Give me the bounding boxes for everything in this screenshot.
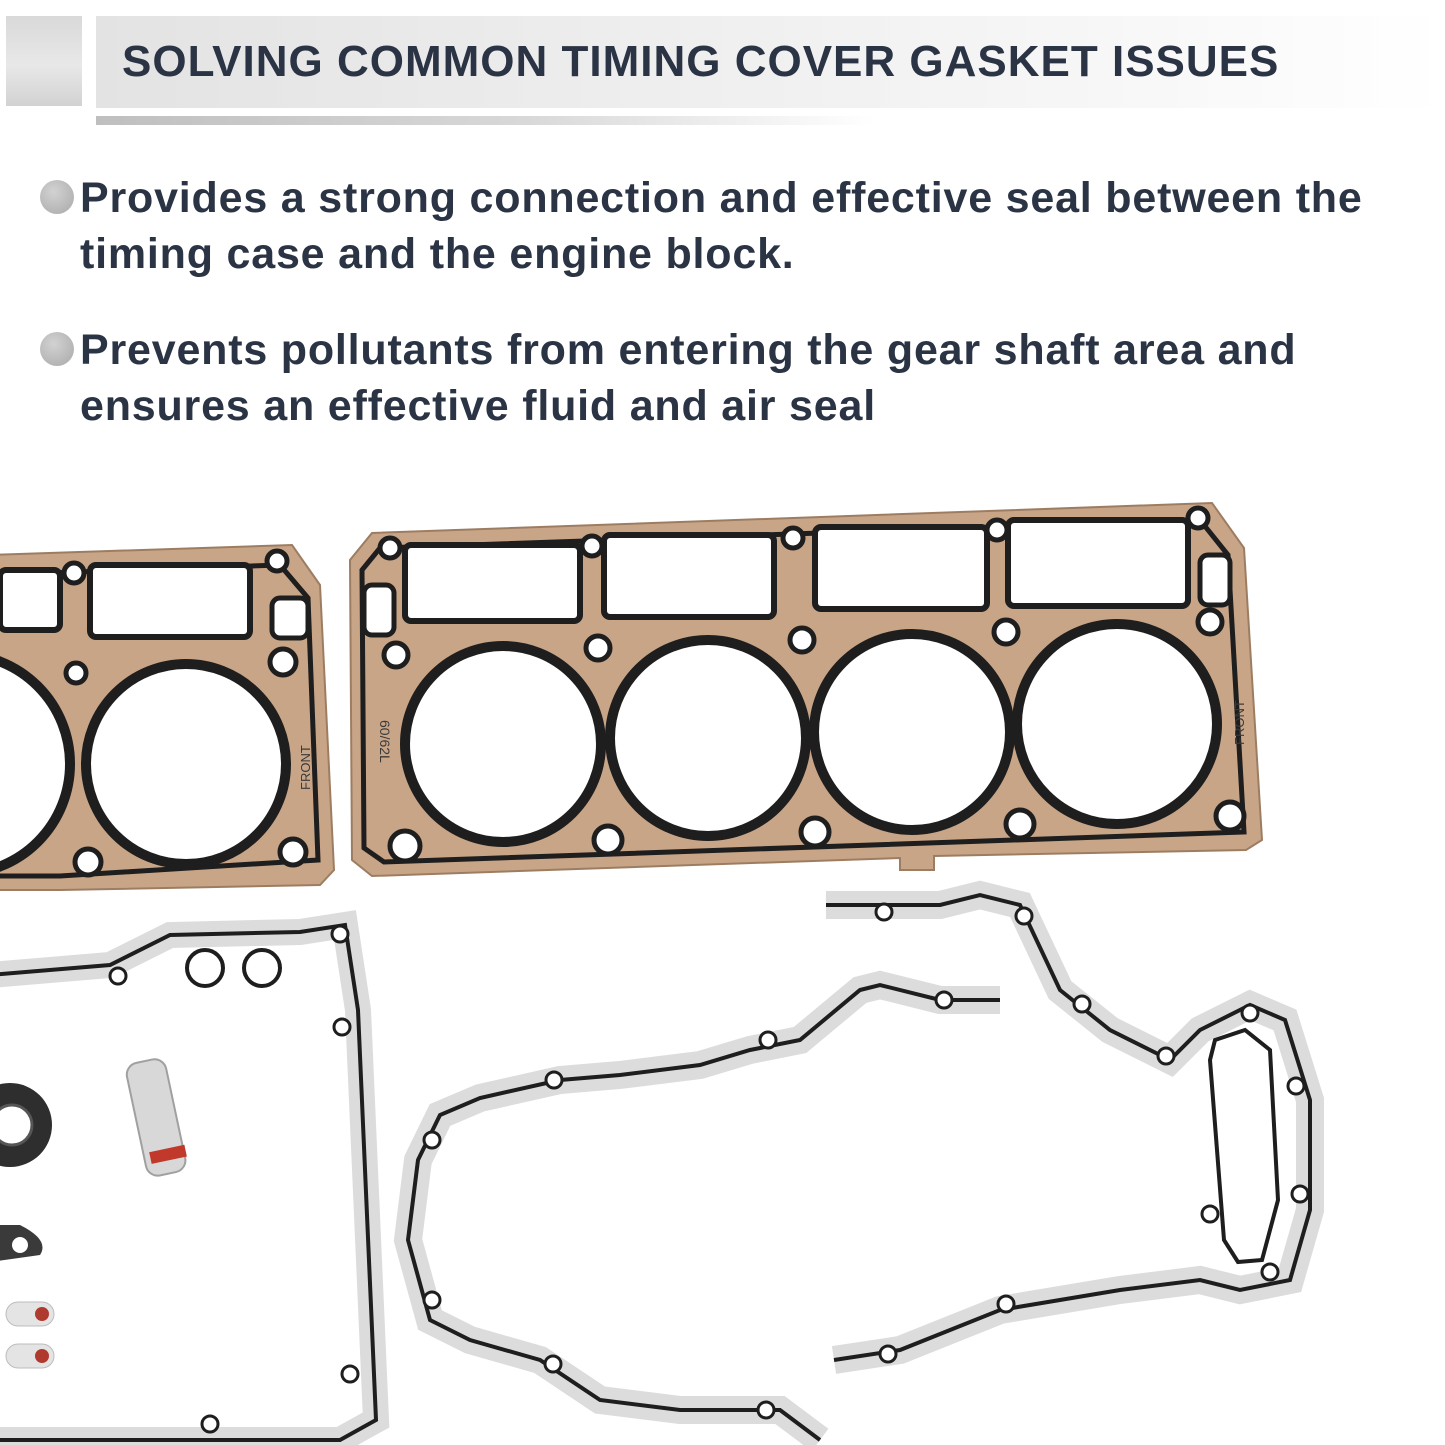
gasket-set-photo: FRONT 60/62L FRONT bbox=[0, 501, 1324, 1445]
left-head-gasket: FRONT bbox=[0, 543, 336, 891]
engine-size-label: 60/62L bbox=[377, 720, 393, 763]
bullet-icon bbox=[40, 180, 74, 214]
title-accent-block bbox=[6, 16, 82, 106]
title-underline bbox=[96, 116, 876, 125]
front-label: FRONT bbox=[1232, 700, 1247, 745]
right-head-gasket: 60/62L FRONT bbox=[348, 501, 1264, 878]
oil-pan-gasket bbox=[0, 910, 390, 1445]
bullet-icon bbox=[40, 332, 74, 366]
small-parts bbox=[0, 1058, 187, 1369]
title-banner bbox=[96, 16, 1445, 108]
feature-text: Prevents pollutants from entering the ge… bbox=[80, 326, 1297, 430]
front-label: FRONT bbox=[298, 745, 313, 790]
page-title: SOLVING COMMON TIMING COVER GASKET ISSUE… bbox=[122, 37, 1280, 86]
timing-cover-gasket bbox=[393, 880, 1324, 1445]
feature-text: Provides a strong connection and effecti… bbox=[80, 174, 1363, 278]
